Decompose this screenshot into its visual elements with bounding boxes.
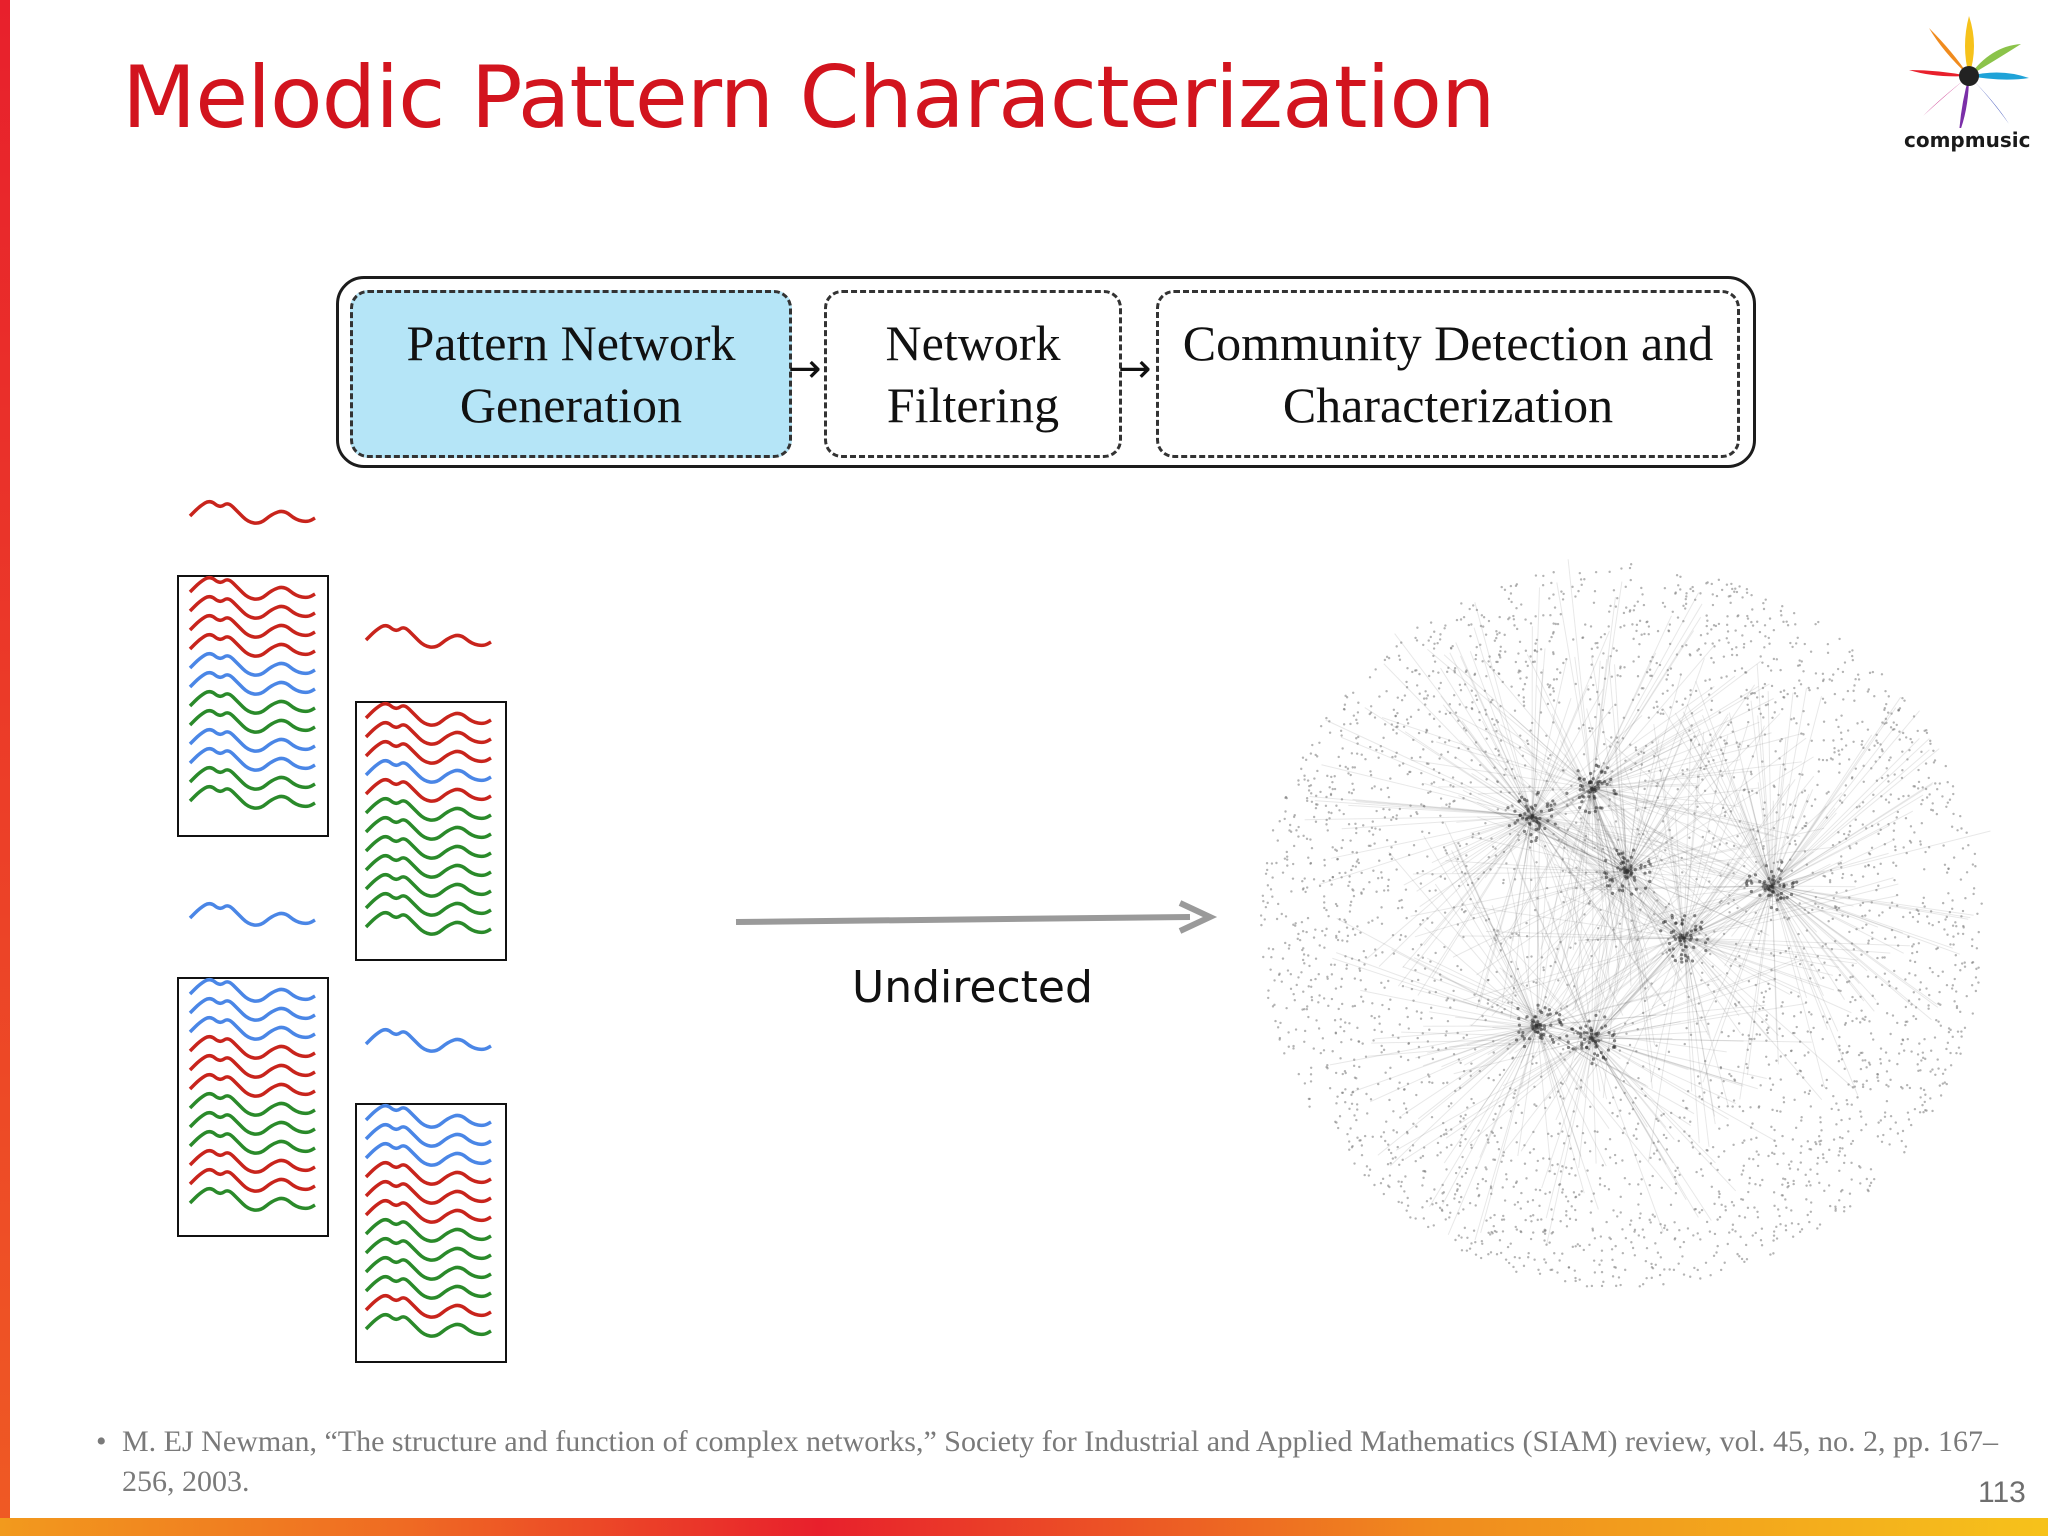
pattern-cluster-box [355, 1103, 507, 1363]
edge-type-label: Undirected [852, 962, 1093, 1013]
bottom-accent-bar [0, 1518, 2048, 1536]
pattern-wave [364, 720, 492, 746]
query-pattern-wave [188, 499, 316, 525]
pattern-wave [188, 727, 316, 753]
pattern-wave [364, 758, 492, 784]
pattern-wave [364, 1217, 492, 1243]
pattern-wave [364, 1141, 492, 1167]
pipeline-container [336, 276, 1756, 468]
pattern-cluster-box [177, 575, 329, 837]
query-pattern-wave [364, 1027, 492, 1053]
stage-label-line2: Filtering [886, 377, 1060, 433]
pattern-wave [364, 891, 492, 917]
pattern-wave [364, 701, 492, 727]
pattern-wave [364, 853, 492, 879]
network-nodes [1259, 563, 1983, 1288]
stage-label-line2: Characterization [1282, 377, 1614, 433]
compmusic-logo-icon [1909, 16, 2029, 134]
pattern-wave [188, 689, 316, 715]
stage-label-line1: Pattern Network [406, 315, 736, 371]
pattern-cluster-box [355, 701, 507, 961]
pattern-wave [364, 834, 492, 860]
stage-label-line1: Community Detection and [1182, 315, 1714, 371]
pattern-wave [188, 1110, 316, 1136]
slide-title: Melodic Pattern Characterization [122, 48, 1496, 148]
pattern-wave [188, 594, 316, 620]
arrow-right-icon: → [788, 346, 822, 392]
arrow-right-icon: → [1118, 346, 1152, 392]
pattern-wave [364, 1274, 492, 1300]
pattern-wave [188, 1015, 316, 1041]
pattern-wave [188, 1148, 316, 1174]
stage-label-line1: Network [885, 315, 1061, 371]
network-edges [1304, 559, 1991, 1245]
pattern-wave [188, 651, 316, 677]
pattern-wave [364, 1255, 492, 1281]
pattern-wave [188, 1129, 316, 1155]
pattern-network-graph [1259, 559, 1991, 1288]
pattern-wave [188, 708, 316, 734]
pattern-wave [188, 1034, 316, 1060]
pattern-wave [364, 1293, 492, 1319]
logo-text: compmusic [1900, 128, 2035, 152]
reference-text: M. EJ Newman, “The structure and functio… [122, 1425, 1998, 1498]
pattern-wave [364, 739, 492, 765]
pattern-wave [364, 815, 492, 841]
page-number: 113 [1978, 1476, 2026, 1509]
pattern-wave [364, 910, 492, 936]
pattern-wave [188, 1091, 316, 1117]
pattern-wave [364, 1198, 492, 1224]
reference-citation: • M. EJ Newman, “The structure and funct… [96, 1422, 2002, 1502]
pattern-wave [364, 1179, 492, 1205]
undirected-arrow [735, 900, 1218, 934]
pattern-wave [188, 996, 316, 1022]
pattern-wave [364, 1103, 492, 1129]
pattern-wave [188, 977, 316, 1003]
query-pattern-wave [188, 901, 316, 927]
pattern-wave [188, 613, 316, 639]
pattern-wave [188, 746, 316, 772]
left-accent-bar [0, 0, 10, 1536]
pattern-wave [364, 777, 492, 803]
bullet: • [96, 1425, 107, 1458]
pattern-wave [188, 1167, 316, 1193]
pattern-wave [188, 1072, 316, 1098]
pattern-wave [364, 1160, 492, 1186]
pattern-wave [188, 670, 316, 696]
pattern-wave [188, 632, 316, 658]
pattern-wave [364, 1122, 492, 1148]
pattern-wave [364, 1312, 492, 1338]
pattern-wave [364, 1236, 492, 1262]
stage-label-line2: Generation [459, 377, 683, 433]
pattern-wave [188, 765, 316, 791]
query-pattern-wave [364, 623, 492, 649]
pattern-wave [364, 796, 492, 822]
pattern-wave [188, 575, 316, 601]
pattern-wave [364, 872, 492, 898]
pattern-wave [188, 1053, 316, 1079]
pattern-wave [188, 784, 316, 810]
pattern-wave [188, 1186, 316, 1212]
pattern-cluster-box [177, 977, 329, 1237]
